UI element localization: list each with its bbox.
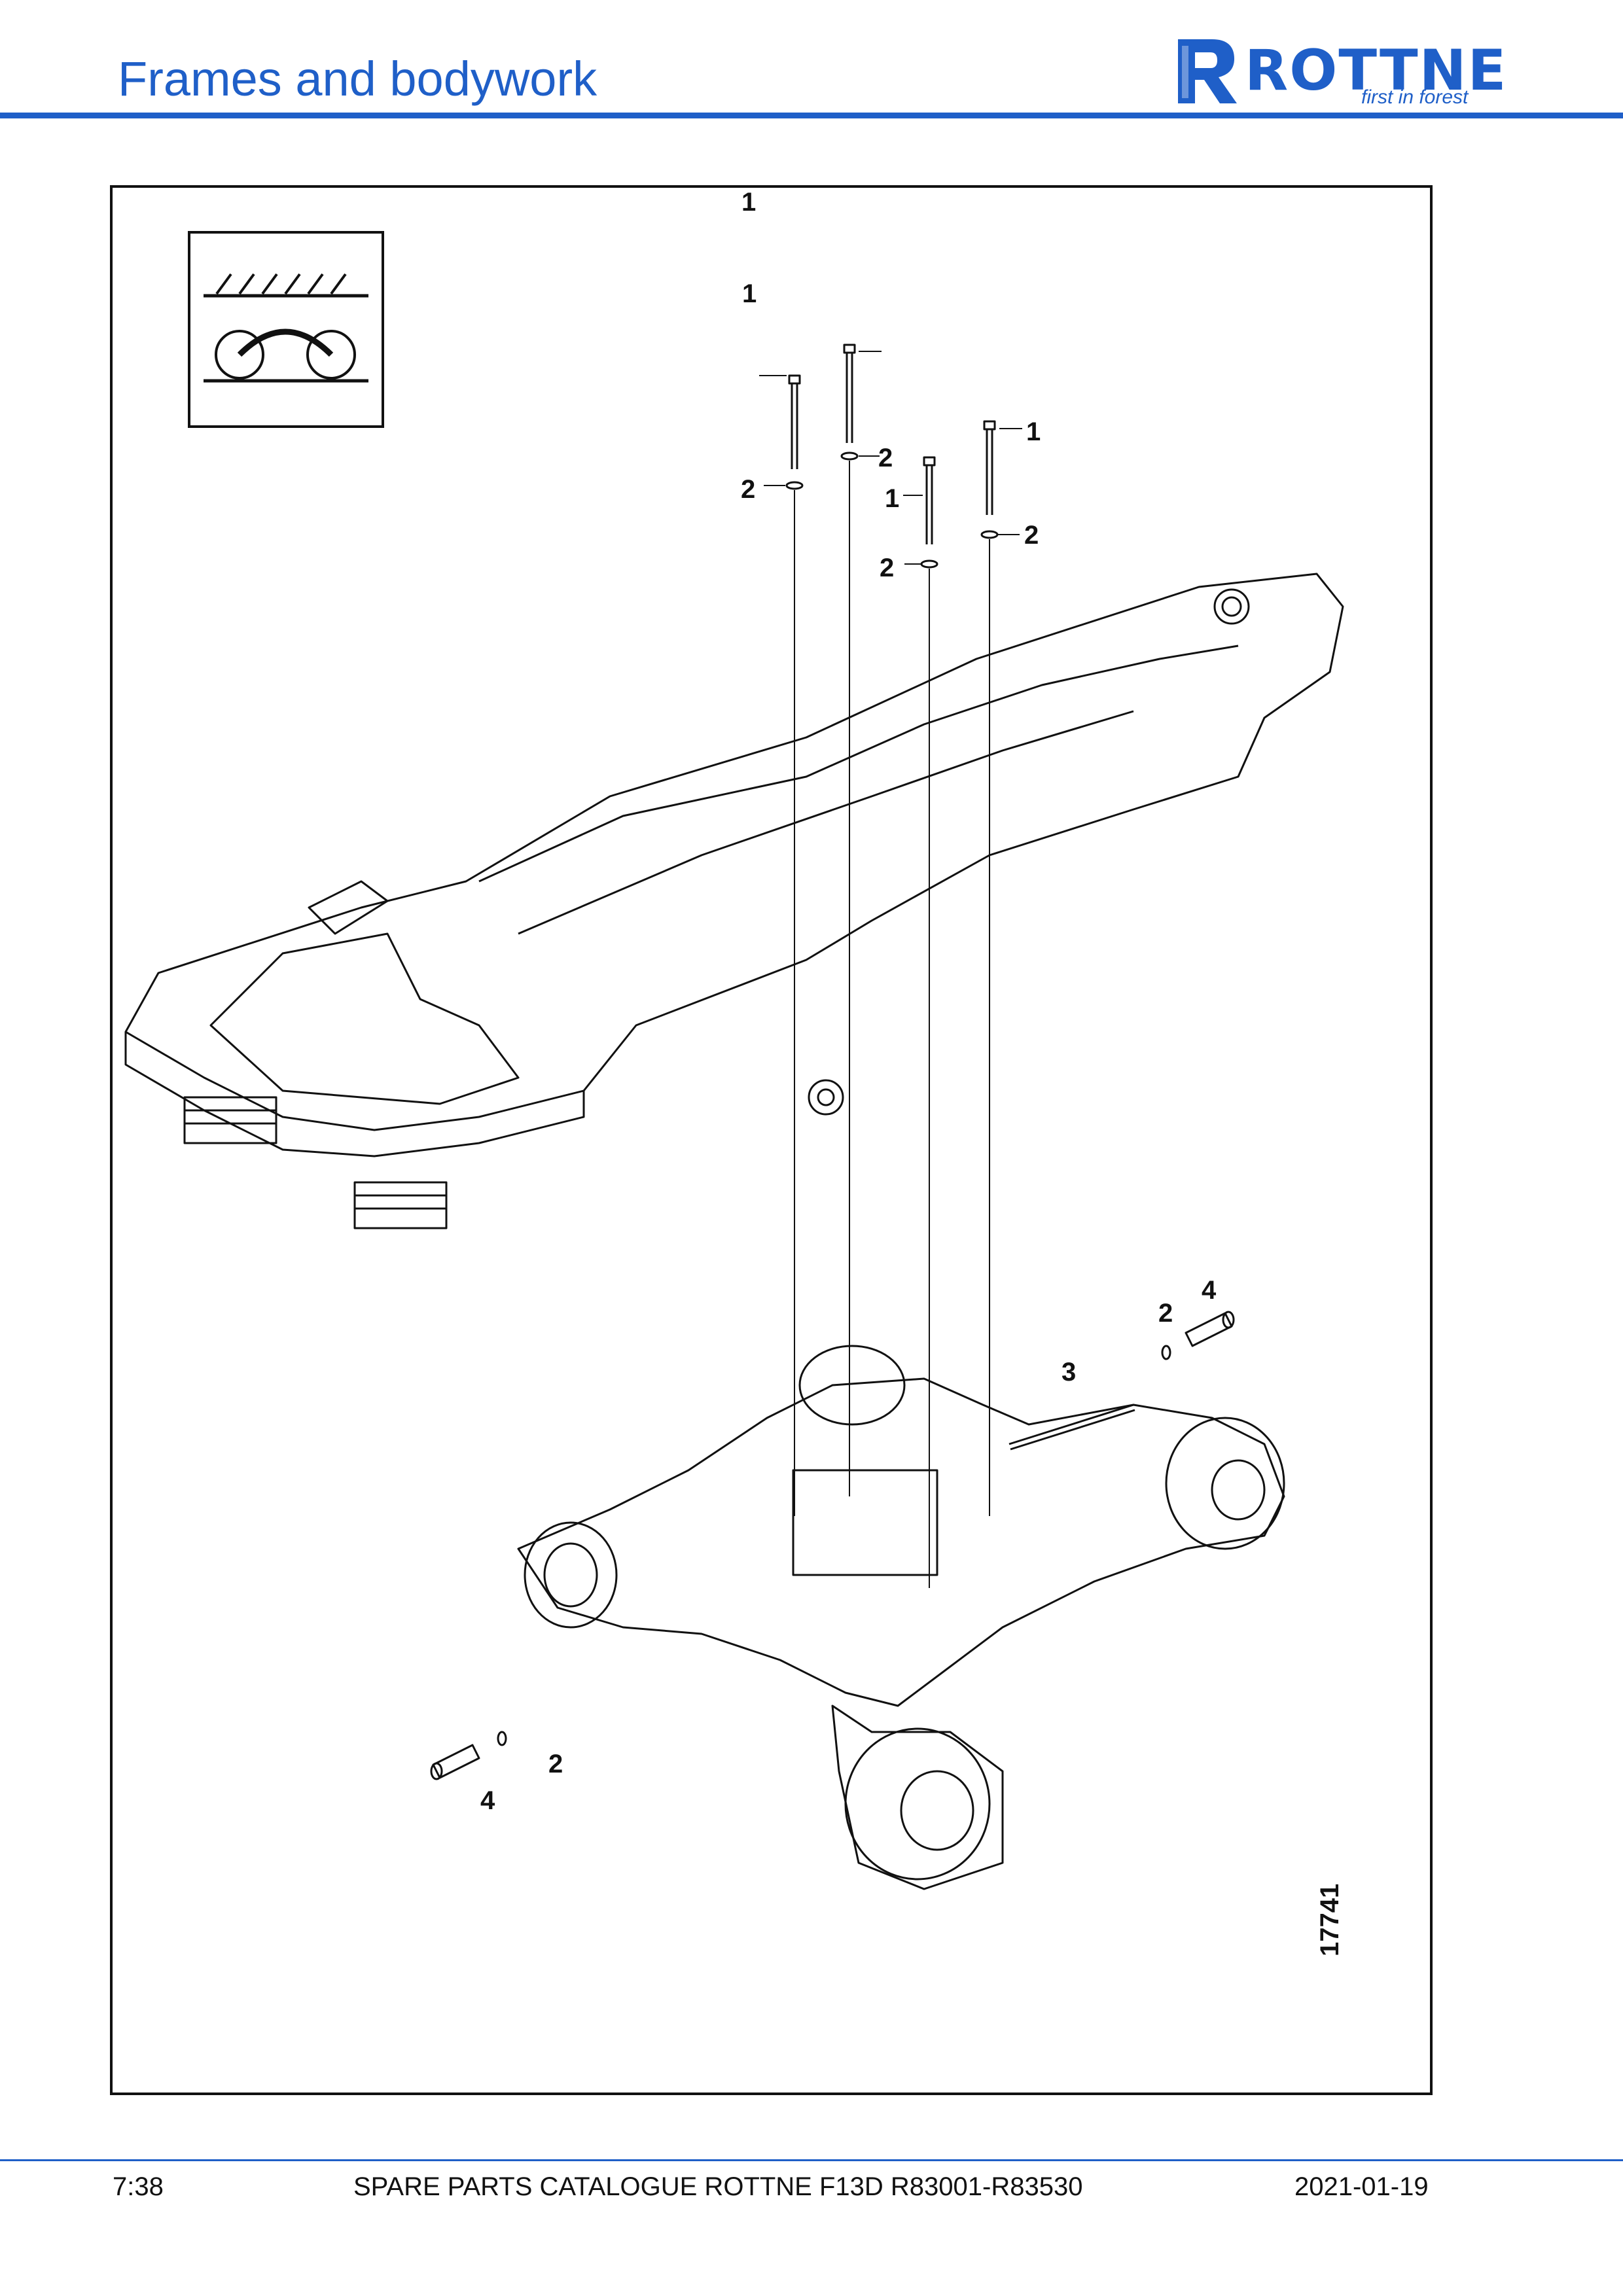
header-rule <box>0 113 1623 118</box>
bolt <box>785 374 804 490</box>
callout-label: 2 <box>1158 1299 1173 1328</box>
bolt <box>840 344 859 461</box>
page-number: 7:38 <box>113 2172 164 2201</box>
callout-label: 1 <box>1026 417 1041 446</box>
pin <box>430 1731 507 1780</box>
bolt <box>920 456 938 569</box>
publish-date: 2021-01-19 <box>1294 2172 1429 2201</box>
footer-rule <box>0 2159 1623 2161</box>
callout-label: 1 <box>885 484 900 513</box>
vent-grille <box>183 1096 448 1229</box>
callout-label: 3 <box>1061 1358 1077 1386</box>
pin <box>1161 1311 1235 1360</box>
page-title: Frames and bodywork <box>118 52 597 106</box>
callout-label: 2 <box>1024 521 1039 550</box>
bolt <box>980 420 999 539</box>
illustration-frame <box>110 185 1433 2095</box>
callout-label: 4 <box>1202 1276 1217 1305</box>
callout-label: 2 <box>878 444 893 472</box>
exploded-view-drawing <box>124 344 1344 1890</box>
callout-label: 2 <box>741 475 756 504</box>
bogie-axle-assembly <box>517 1377 1285 1707</box>
callout-label: 1 <box>742 279 757 308</box>
rottne-r-logo-icon <box>1178 39 1237 103</box>
logo-tagline: first in forest <box>1361 86 1469 108</box>
logo-wordmark: ROTTNE <box>1245 38 1508 103</box>
figure-number: 17741 <box>1315 1883 1344 1956</box>
callout-label: 2 <box>880 554 895 582</box>
catalogue-title: SPARE PARTS CATALOGUE ROTTNE F13D R83001… <box>353 2172 1083 2201</box>
rod <box>1008 1404 1134 1445</box>
bogie-axle-symbol-icon <box>188 231 384 428</box>
callout-label: 2 <box>548 1750 563 1778</box>
callout-label: 1 <box>741 188 757 217</box>
callout-label: 4 <box>480 1786 495 1815</box>
main-frame <box>124 573 1344 1131</box>
rottne-logo: ROTTNE first in forest <box>1171 33 1512 110</box>
